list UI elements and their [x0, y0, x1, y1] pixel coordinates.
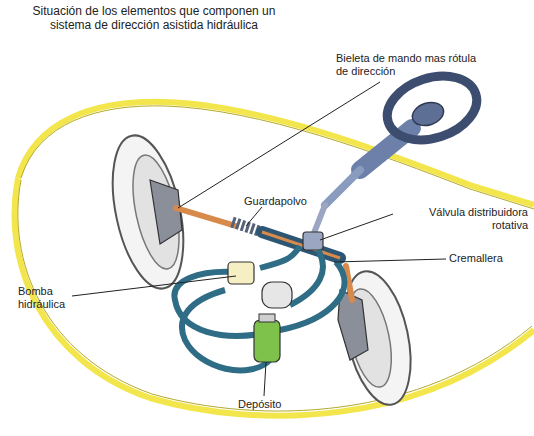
leader-line: [178, 82, 380, 208]
leader-line: [264, 362, 266, 396]
car-outline: [15, 178, 534, 416]
reservoir: [254, 320, 280, 362]
part-label: Bieleta de mando mas rótula de dirección: [336, 52, 478, 77]
steering-hub: [409, 99, 446, 130]
leader-line: [72, 276, 236, 296]
leader-line: [334, 259, 446, 262]
car-outline: [18, 180, 532, 411]
steering-wheel: [379, 65, 485, 150]
diagram-title: Situación de los elementos que componen …: [18, 5, 290, 33]
part-label: Bomba hidráulica: [18, 285, 88, 310]
car-outline: [18, 102, 534, 205]
rotary-valve: [303, 232, 323, 250]
leader-line: [320, 214, 393, 240]
part-label: Cremallera: [449, 252, 529, 265]
rack: [262, 232, 340, 258]
hydraulic-pump: [228, 262, 254, 284]
pump-body: [262, 282, 292, 308]
part-label: Guardapolvo: [244, 195, 334, 208]
part-label: Depósito: [238, 398, 318, 411]
hose: [260, 246, 300, 268]
hose: [290, 250, 323, 305]
rack-housing: [262, 232, 340, 258]
reservoir-cap: [259, 314, 275, 322]
wheel-rim: [124, 151, 187, 273]
part-label: Válvula distribuidora rotativa: [396, 206, 528, 231]
car-outline: [21, 106, 534, 209]
leader-line: [246, 207, 262, 226]
steering-knuckle: [150, 180, 182, 244]
wheel: [335, 265, 422, 411]
tie-rod: [176, 208, 236, 226]
steering-shaft: [325, 170, 360, 205]
